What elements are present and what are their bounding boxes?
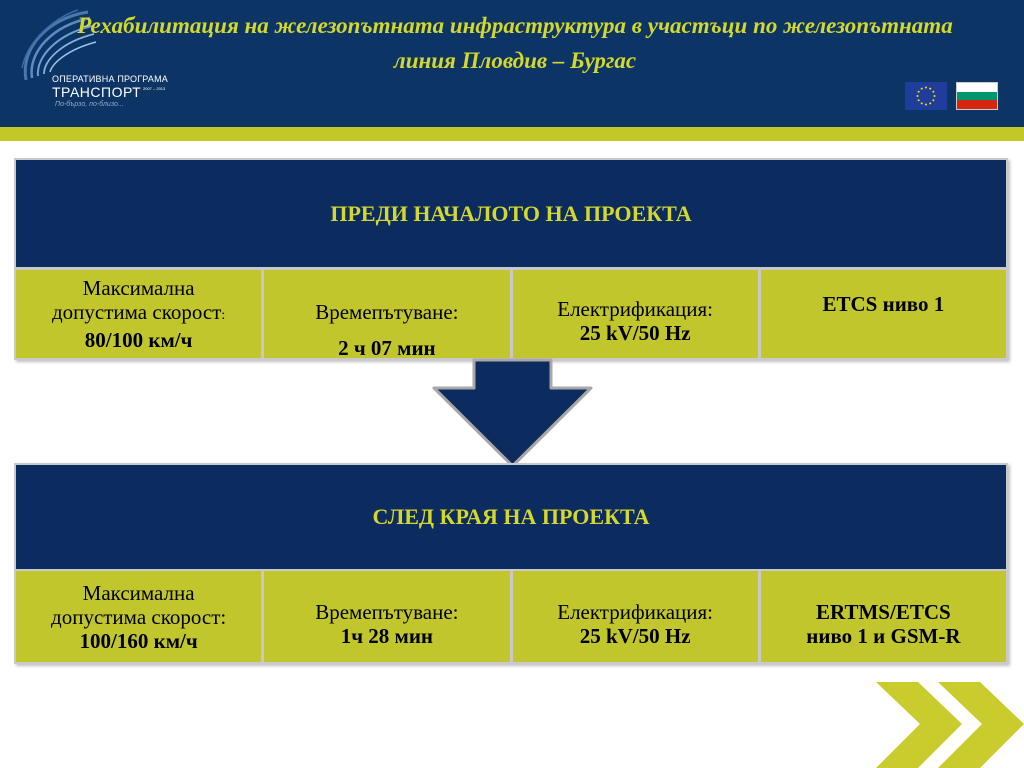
operational-programme-transport-logo-icon: [21, 9, 97, 81]
after-project-row: Максимална допустима скорост: 100/160 км…: [16, 571, 1006, 662]
after-speed-cell: Максимална допустима скорост: 100/160 км…: [16, 571, 262, 662]
before-project-heading: ПРЕДИ НАЧАЛОТО НА ПРОЕКТА: [16, 160, 1006, 267]
before-speed-label-2: допустима скорост: [52, 300, 222, 324]
before-travel-value: 2 ч 07 мин: [338, 336, 436, 360]
before-electrification-value: 25 kV/50 Hz: [579, 321, 691, 345]
page-title: Рехабилитация на железопътната инфрастру…: [77, 13, 953, 73]
eu-flag-icon: [905, 82, 947, 110]
header-stripe: [0, 127, 1024, 141]
after-signalling-line-2: ниво 1 и GSM-R: [806, 623, 961, 648]
after-electrification-value: 25 kV/50 Hz: [579, 623, 691, 648]
before-signalling-value: ETCS ниво 1: [822, 292, 945, 316]
after-signalling-line-1: ERTMS/ETCS: [816, 599, 951, 624]
logo-transport-label: ТРАНСПОРТ: [52, 84, 142, 100]
before-speed-cell: Максимална допустима скорост: 80/100 км/…: [16, 270, 262, 358]
double-chevron-right-icon: [876, 682, 1024, 768]
before-speed-colon: :: [221, 308, 226, 323]
before-speed-label-1: Максимална: [82, 276, 195, 300]
after-travel-cell: Времепътуване: 1ч 28 мин: [264, 571, 510, 662]
after-electrification-cell: Електрификация: 25 kV/50 Hz: [512, 571, 758, 662]
after-electrification-label: Електрификация:: [557, 599, 713, 624]
after-travel-value: 1ч 28 мин: [340, 623, 434, 648]
after-speed-value: 100/160 км/ч: [79, 628, 198, 653]
logo-slogan: По-бързо, по-близо...: [55, 101, 124, 108]
before-speed-value: 80/100 км/ч: [84, 328, 193, 352]
after-speed-label-2: допустима скорост:: [51, 604, 227, 629]
after-project-heading: СЛЕД КРАЯ НА ПРОЕКТА: [16, 465, 1006, 569]
before-project-row: Максимална допустима скорост: 80/100 км/…: [16, 270, 1006, 360]
header-bar: ОПЕРАТИВНА ПРОГРАМА ТРАНСПОРТ 2007 – 201…: [0, 0, 1024, 127]
logo-programme-label: ОПЕРАТИВНА ПРОГРАМА: [52, 74, 168, 84]
before-electrification-label: Електрификация:: [557, 297, 713, 321]
down-arrow-icon: [432, 358, 593, 468]
before-electrification-cell: Електрификация: 25 kV/50 Hz: [512, 270, 758, 358]
before-speed-label-2-wrap: допустима скорост:: [52, 300, 225, 328]
before-signalling-cell: ETCS ниво 1: [760, 270, 1006, 358]
logo-years-label: 2007 – 2013: [143, 86, 166, 91]
before-project-table: ПРЕДИ НАЧАЛОТО НА ПРОЕКТА Максимална доп…: [14, 158, 1008, 360]
before-travel-cell: Времепътуване: 2 ч 07 мин: [264, 270, 510, 360]
after-travel-label: Времепътуване:: [315, 599, 459, 624]
after-speed-label-1: Максимална: [82, 580, 195, 605]
after-signalling-cell: ERTMS/ETCS ниво 1 и GSM-R: [760, 571, 1006, 662]
before-travel-label: Времепътуване:: [315, 300, 459, 324]
after-project-table: СЛЕД КРАЯ НА ПРОЕКТА Максимална допустим…: [14, 463, 1008, 664]
bulgaria-flag-icon: [956, 82, 998, 110]
